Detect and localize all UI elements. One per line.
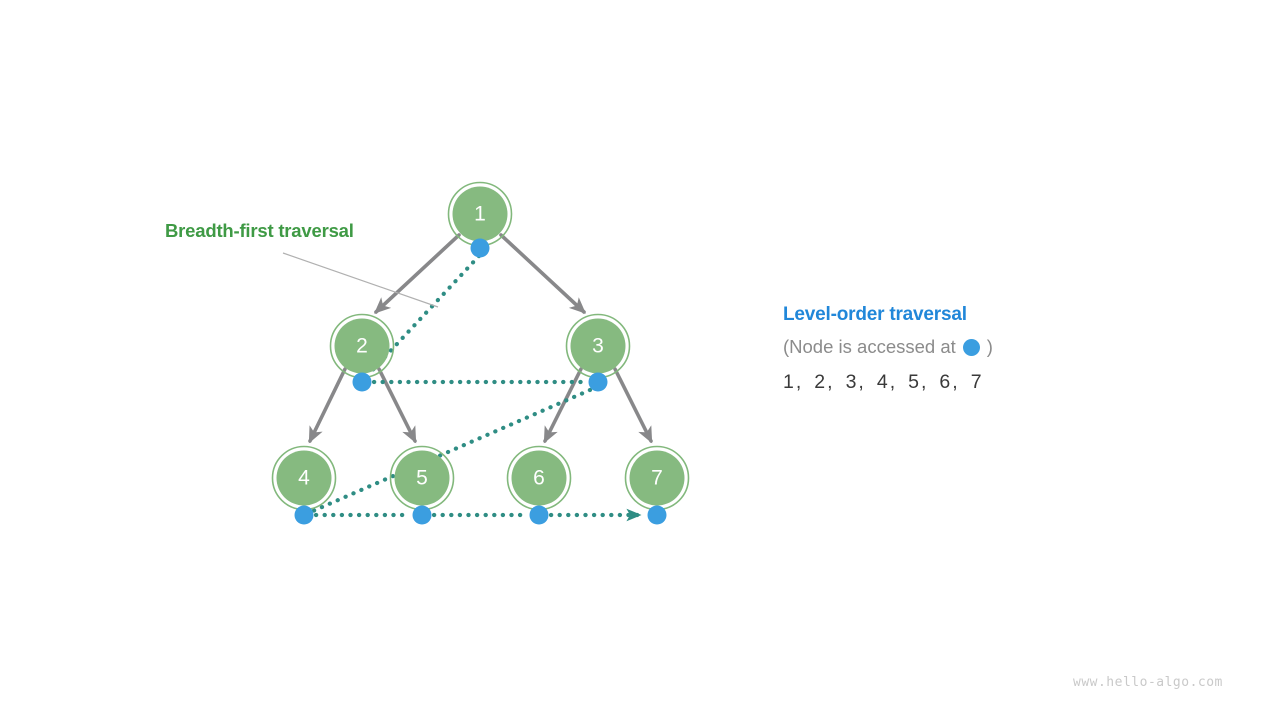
panel-title: Level-order traversal	[783, 304, 967, 325]
sequence-separator: ,	[858, 371, 864, 393]
sequence-value: 6	[939, 371, 951, 393]
tree-nodes: 1 2 3 4 5 6 7	[271, 181, 690, 511]
level-order-panel: Level-order traversal (Node is accessed …	[783, 304, 1203, 394]
sequence-value: 7	[970, 371, 982, 393]
tree-node-6[interactable]: 6	[506, 445, 572, 511]
node-label: 1	[474, 203, 486, 226]
visit-markers	[294, 238, 667, 525]
tree-edges	[308, 233, 653, 444]
node-disc	[629, 450, 685, 506]
node-label: 5	[416, 467, 428, 490]
visit-dot-node-4[interactable]	[294, 505, 314, 525]
tree-node-3[interactable]: 3	[565, 313, 631, 379]
sequence-separator: ,	[920, 371, 927, 393]
node-disc	[276, 450, 332, 506]
sequence-value: 1	[783, 371, 794, 393]
site-watermark: www.hello-algo.com	[1073, 675, 1223, 690]
edge-1-3	[499, 233, 586, 314]
traversal-segment-1-2	[366, 253, 482, 377]
visit-marker-legend-icon	[962, 338, 980, 356]
panel-legend: (Node is accessed at )	[783, 336, 1203, 358]
visit-dot-node-6[interactable]	[529, 505, 549, 525]
node-label: 3	[592, 335, 604, 358]
traversal-path	[310, 253, 643, 522]
tree-node-7[interactable]: 7	[624, 445, 690, 511]
breadth-first-traversal-label: Breadth-first traversal	[165, 220, 354, 241]
tree-node-4[interactable]: 4	[271, 445, 337, 511]
edge-2-5	[377, 367, 417, 444]
sequence-separator: ,	[952, 371, 958, 393]
node-label: 2	[356, 335, 368, 358]
tree-node-1[interactable]: 1	[447, 181, 513, 247]
sequence-separator: ,	[795, 371, 802, 393]
edge-3-6	[543, 367, 583, 444]
edge-2-4	[308, 367, 347, 444]
edge-3-7	[613, 367, 653, 444]
node-disc	[570, 318, 626, 374]
sequence-value: 4	[876, 371, 888, 393]
sequence-value: 3	[845, 371, 857, 393]
sequence-separator: ,	[889, 371, 896, 393]
edge-1-2	[374, 233, 461, 314]
sequence-value: 5	[908, 371, 919, 393]
node-label: 6	[533, 467, 545, 490]
visit-dot-node-2[interactable]	[352, 372, 372, 392]
node-label: 7	[651, 467, 663, 490]
leader-line	[282, 252, 439, 308]
tree-node-5[interactable]: 5	[389, 445, 455, 511]
sequence-value: 2	[814, 371, 826, 393]
node-disc	[452, 186, 508, 242]
traversal-segment-3-4	[310, 387, 593, 514]
tree-node-2[interactable]: 2	[329, 313, 395, 379]
legend-suffix-text: )	[986, 336, 993, 357]
node-disc	[394, 450, 450, 506]
visit-dot-node-7[interactable]	[647, 505, 667, 525]
sequence-separator: ,	[827, 371, 833, 393]
visit-dot-node-5[interactable]	[412, 505, 432, 525]
node-disc	[511, 450, 567, 506]
traversal-sequence: 1,2,3,4,5,6,7	[783, 370, 1203, 394]
visit-dot-node-1[interactable]	[470, 238, 490, 258]
node-label: 4	[298, 467, 310, 490]
node-disc	[334, 318, 390, 374]
visit-dot-node-3[interactable]	[588, 372, 608, 392]
legend-prefix-text: (Node is accessed at	[783, 336, 956, 357]
